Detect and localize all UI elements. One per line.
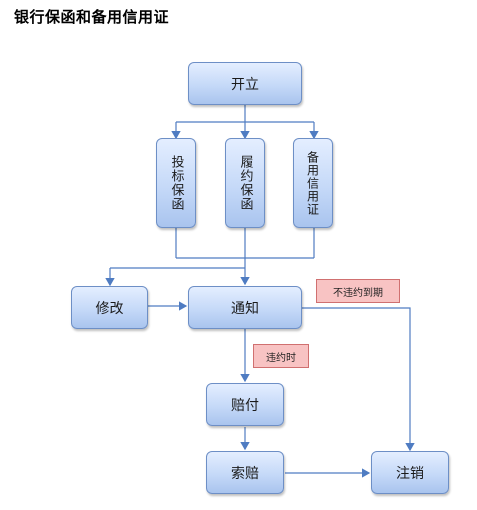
page-title: 银行保函和备用信用证 — [14, 8, 170, 26]
note-breach: 违约时 — [253, 344, 309, 368]
node-modify: 修改 — [71, 286, 148, 329]
node-cancel: 注销 — [371, 451, 449, 494]
node-notify: 通知 — [188, 286, 302, 329]
node-pay: 赔付 — [206, 383, 284, 426]
note-no-breach-expiry: 不违约到期 — [316, 279, 400, 303]
node-performance-guarantee: 履约保函 — [225, 138, 265, 228]
node-open: 开立 — [188, 62, 302, 105]
node-bid-guarantee: 投标保函 — [156, 138, 196, 228]
arrow-notify-cancel — [302, 307, 415, 452]
node-claim: 索赔 — [206, 451, 284, 494]
node-standby-lc: 备用信用证 — [293, 138, 333, 228]
